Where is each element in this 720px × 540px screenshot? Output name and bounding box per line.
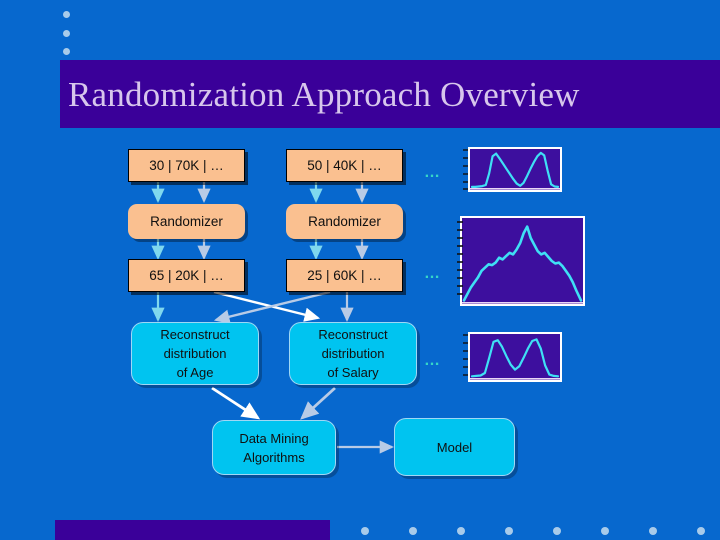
title-band	[60, 60, 720, 128]
distribution-chart-top	[468, 147, 562, 192]
decor-dot-footer-3	[457, 527, 465, 535]
randomizer-box-age[interactable]: Randomizer	[128, 204, 245, 239]
reconstruct-line-3: of Salary	[327, 365, 379, 380]
decor-dot-top-2	[63, 30, 70, 37]
reconstruct-line-1: Reconstruct	[318, 327, 388, 342]
footer-bar	[55, 520, 330, 540]
decor-dot-footer-4	[505, 527, 513, 535]
reconstruct-line-3: of Age	[176, 365, 214, 380]
reconstruct-box-salary[interactable]: Reconstruct distribution of Salary	[289, 322, 417, 385]
data-mining-line-1: Data Mining	[239, 430, 309, 446]
record-box-age-original[interactable]: 30 | 70K | …	[128, 149, 245, 182]
decor-dot-footer-5	[553, 527, 561, 535]
decor-dot-top-1	[63, 11, 70, 18]
record-text: 65 | 20K | …	[149, 268, 224, 283]
record-text: 30 | 70K | …	[149, 158, 224, 173]
record-text: 25 | 60K | …	[307, 268, 382, 283]
data-mining-algorithms-box[interactable]: Data Mining Algorithms	[212, 420, 336, 475]
decor-dot-footer-8	[697, 527, 705, 535]
ellipsis-marker-2: …	[424, 265, 443, 282]
data-mining-line-2: Algorithms	[243, 449, 305, 465]
record-box-salary-original[interactable]: 50 | 40K | …	[286, 149, 403, 182]
decor-dot-footer-1	[361, 527, 369, 535]
model-box[interactable]: Model	[394, 418, 515, 476]
distribution-chart-bottom	[468, 332, 562, 382]
randomizer-label: Randomizer	[150, 214, 223, 229]
distribution-chart-middle	[460, 216, 585, 306]
decor-dot-footer-2	[409, 527, 417, 535]
decor-dot-footer-6	[601, 527, 609, 535]
record-box-age-randomized[interactable]: 65 | 20K | …	[128, 259, 245, 292]
record-box-salary-randomized[interactable]: 25 | 60K | …	[286, 259, 403, 292]
reconstruct-line-2: distribution	[321, 346, 385, 361]
ellipsis-marker-1: …	[424, 164, 443, 181]
decor-dot-footer-7	[649, 527, 657, 535]
reconstruct-line-1: Reconstruct	[160, 327, 230, 342]
record-text: 50 | 40K | …	[307, 158, 382, 173]
reconstruct-line-2: distribution	[163, 346, 227, 361]
ellipsis-marker-3: …	[424, 352, 443, 369]
randomizer-label: Randomizer	[308, 214, 381, 229]
page-title: Randomization Approach Overview	[68, 75, 580, 114]
decor-dot-top-3	[63, 48, 70, 55]
reconstruct-box-age[interactable]: Reconstruct distribution of Age	[131, 322, 259, 385]
randomizer-box-salary[interactable]: Randomizer	[286, 204, 403, 239]
model-label: Model	[436, 439, 473, 455]
